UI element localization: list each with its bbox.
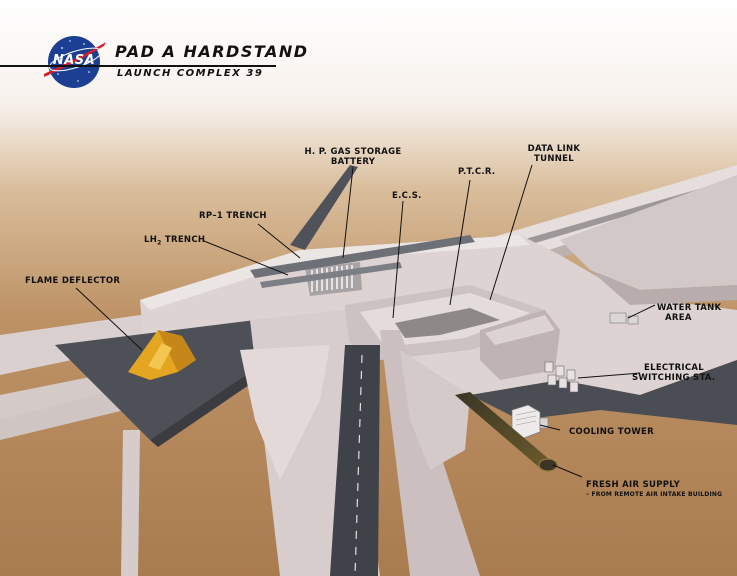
label-ptcr: P.T.C.R. [458,167,496,177]
label-lh2-subscript: 2 [157,239,162,247]
right-lower-wing [400,350,470,470]
label-fresh-air-supply: FRESH AIR SUPPLY – FROM REMOTE AIR INTAK… [586,480,722,500]
label-data-link-tunnel: DATA LINK TUNNEL [518,144,590,164]
label-lh2-suffix: TRENCH [161,235,206,245]
label-rp1-trench: RP–1 TRENCH [199,211,267,221]
label-electrical-switching: ELECTRICAL SWITCHING STA. [632,363,715,383]
left-lower-wing [240,345,330,480]
center-asphalt [330,345,380,576]
flame-trench-apron [55,320,260,440]
label-data-link-line2: TUNNEL [534,154,574,164]
label-water-line1: WATER TANK [657,303,722,313]
header-rule [0,65,276,67]
label-elec-line2: SWITCHING STA. [632,373,716,383]
fresh-air-tunnel-end [538,458,558,472]
label-hp-gas-storage: H. P. GAS STORAGE BATTERY [301,147,405,167]
electrical-switching-equipment [544,361,579,393]
right-asphalt [470,360,737,425]
upper-right-ramp [560,175,737,290]
bottom-left-road [121,430,140,576]
flame-deflector [128,330,196,380]
page-subtitle: LAUNCH COMPLEX 39 [117,68,264,79]
label-data-link-line1: DATA LINK [527,144,581,154]
lh2-trench [260,262,402,288]
label-hp-gas-line2: BATTERY [330,157,376,167]
flame-trench-apron-edge [150,365,268,447]
label-water-tank-area: WATER TANK AREA [657,303,721,323]
nasa-logo-text: NASA [52,53,96,68]
label-cooling-tower: COOLING TOWER [569,427,654,437]
ecs-building-top [485,315,555,345]
label-fresh-line1: FRESH AIR SUPPLY [586,480,681,490]
crawlerway-stripe [470,178,737,260]
label-flame-deflector: FLAME DEFLECTOR [25,276,121,286]
upper-right-ramp-shadow [590,270,737,305]
hardstand-top-edge [140,235,530,310]
label-lh2-prefix: LH [144,235,158,245]
label-lh2-trench: LH2 TRENCH [144,235,205,249]
hp-line-arm [290,165,358,250]
label-hp-gas-line1: H. P. GAS STORAGE [304,147,402,157]
label-fresh-line2: – FROM REMOTE AIR INTAKE BUILDING [586,491,723,498]
rp1-trench [250,235,475,278]
fresh-air-tunnel [455,392,550,468]
page-title: PAD A HARDSTAND [115,42,309,61]
leader-lines [75,164,656,478]
label-water-line2: AREA [665,313,692,323]
nasa-logo [44,36,106,88]
label-ecs: E.C.S. [392,191,422,201]
pad-deck-pit [395,308,500,338]
center-line [354,354,363,576]
hp-gas-cylinders [311,265,353,292]
label-elec-line1: ELECTRICAL [644,363,705,373]
